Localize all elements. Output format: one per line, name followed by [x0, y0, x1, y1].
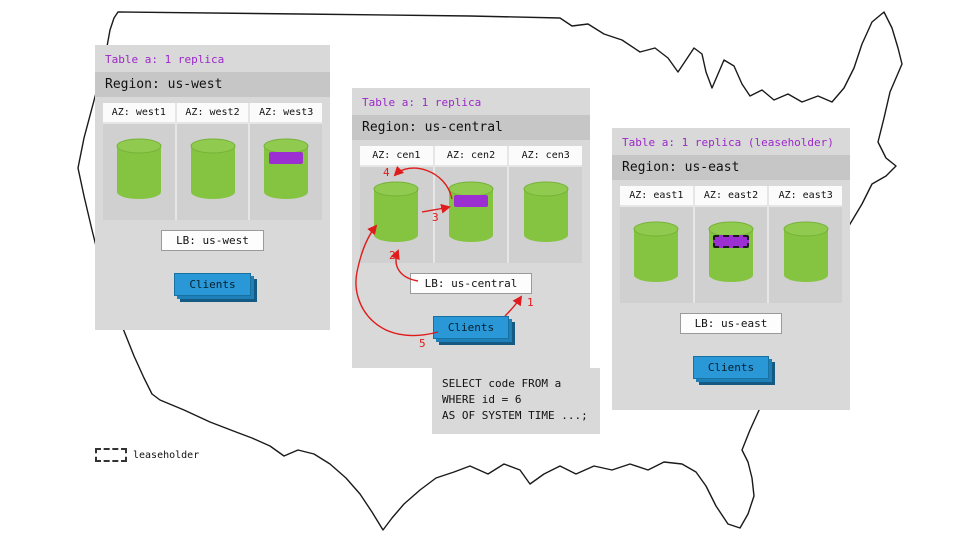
- database-cylinder-icon: [708, 221, 754, 282]
- replica-node: [103, 124, 175, 220]
- replica-node: [509, 167, 582, 263]
- az-area: AZ: east1 AZ: east2 AZ: east3: [620, 186, 843, 303]
- database-cylinder-icon: [783, 221, 829, 282]
- database-cylinder-icon: [116, 138, 162, 199]
- sql-query-block: SELECT code FROM a WHERE id = 6 AS OF SY…: [432, 368, 600, 434]
- az-label: AZ: cen1: [360, 146, 433, 167]
- legend: leaseholder: [95, 448, 199, 462]
- az-label: AZ: east2: [694, 186, 768, 207]
- az-label: AZ: east3: [769, 186, 843, 207]
- clients-box: Clients: [174, 273, 251, 296]
- replica-node: [177, 124, 249, 220]
- region-panel-us-central: Table a: 1 replica Region: us-central AZ…: [352, 88, 590, 368]
- az-label: AZ: west3: [250, 103, 323, 124]
- az-area: AZ: cen1 AZ: cen2 AZ: cen3: [360, 146, 583, 263]
- az-column-west2: AZ: west2: [174, 103, 249, 220]
- leaseholder-dashed-box-icon: [95, 448, 127, 462]
- az-column-east3: AZ: east3: [767, 186, 843, 303]
- az-column-east1: AZ: east1: [620, 186, 693, 303]
- table-replica-label: Table a: 1 replica: [105, 53, 225, 66]
- az-label: AZ: cen2: [434, 146, 508, 167]
- region-panel-us-west: Table a: 1 replica Region: us-west AZ: w…: [95, 45, 330, 330]
- database-cylinder-icon: [448, 181, 494, 242]
- az-label: AZ: east1: [620, 186, 693, 207]
- replica-node: [360, 167, 433, 263]
- replica-band: [269, 152, 304, 164]
- database-cylinder-icon: [633, 221, 679, 282]
- az-column-cen1: AZ: cen1: [360, 146, 433, 263]
- load-balancer: LB: us-east: [679, 313, 783, 334]
- load-balancer: LB: us-west: [161, 230, 264, 251]
- table-replica-label: Table a: 1 replica: [362, 96, 482, 109]
- database-cylinder-icon: [263, 138, 309, 199]
- az-label: AZ: west1: [103, 103, 175, 124]
- clients-box: Clients: [692, 356, 770, 379]
- az-column-cen2: AZ: cen2: [432, 146, 508, 263]
- load-balancer: LB: us-central: [409, 273, 533, 294]
- legend-label: leaseholder: [133, 449, 200, 461]
- replica-node: [695, 207, 768, 303]
- clients-box: Clients: [432, 316, 510, 339]
- replica-node: [769, 207, 842, 303]
- az-column-west3: AZ: west3: [248, 103, 323, 220]
- database-cylinder-icon: [523, 181, 569, 242]
- az-label: AZ: cen3: [509, 146, 583, 167]
- sql-line: AS OF SYSTEM TIME ...;: [442, 408, 588, 422]
- az-column-east2: AZ: east2: [692, 186, 768, 303]
- az-area: AZ: west1 AZ: west2 AZ: west3: [103, 103, 323, 220]
- region-panel-us-east: Table a: 1 replica (leaseholder) Region:…: [612, 128, 850, 410]
- region-title: Region: us-west: [95, 72, 330, 97]
- replica-node: [435, 167, 508, 263]
- region-title: Region: us-central: [352, 115, 590, 140]
- az-column-cen3: AZ: cen3: [507, 146, 583, 263]
- database-cylinder-icon: [190, 138, 235, 199]
- table-replica-label: Table a: 1 replica (leaseholder): [622, 136, 834, 149]
- replica-node: [620, 207, 693, 303]
- replica-node: [250, 124, 322, 220]
- az-label: AZ: west2: [176, 103, 249, 124]
- database-cylinder-icon: [373, 181, 419, 242]
- leaseholder-band: [713, 235, 749, 248]
- sql-line: WHERE id = 6: [442, 392, 522, 406]
- az-column-west1: AZ: west1: [103, 103, 175, 220]
- replica-band: [454, 195, 488, 207]
- sql-line: SELECT code FROM a: [442, 377, 562, 390]
- region-title: Region: us-east: [612, 155, 850, 180]
